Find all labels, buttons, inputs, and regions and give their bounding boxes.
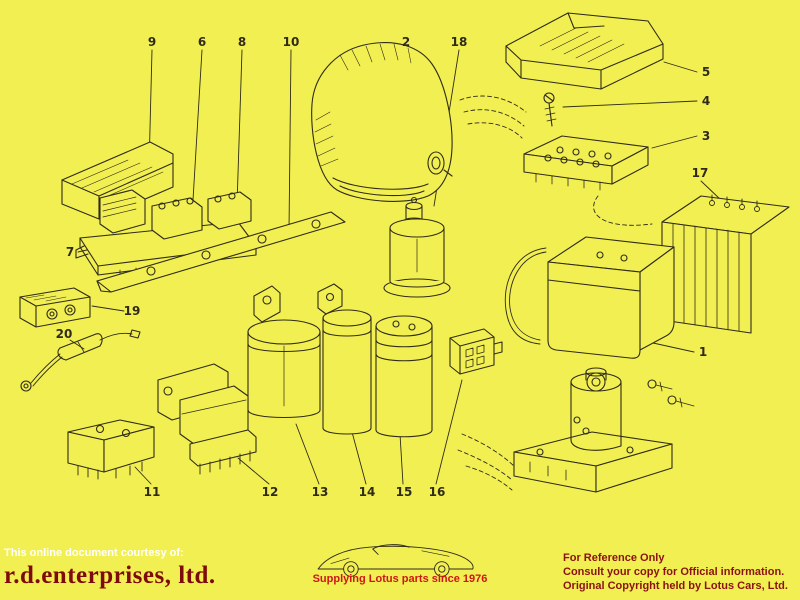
relay-12 xyxy=(157,363,257,475)
dashed-wires xyxy=(457,95,653,491)
relay-can-13 xyxy=(247,285,321,419)
control-box xyxy=(504,236,675,359)
footer-center: Supplying Lotus parts since 1976 xyxy=(290,544,510,585)
top-cover xyxy=(505,12,664,90)
relay-can-15 xyxy=(375,315,433,438)
footer-left: This online document courtesy of: r.d.en… xyxy=(4,547,216,590)
reference-line-1: Consult your copy for Official informati… xyxy=(563,566,785,578)
footer-right: For Reference Only Consult your copy for… xyxy=(563,551,788,593)
screw xyxy=(543,92,557,127)
parts-diagram-svg xyxy=(19,12,790,493)
relay-11 xyxy=(67,419,155,480)
relay-can-14 xyxy=(317,283,372,435)
inline-fuse xyxy=(20,329,141,392)
fuse-block xyxy=(523,135,649,191)
connector-plug xyxy=(449,328,503,375)
courtesy-text: This online document courtesy of: xyxy=(4,547,184,559)
solenoid-assembly xyxy=(513,367,695,493)
footer: This online document courtesy of: r.d.en… xyxy=(0,544,800,600)
reference-line-2: Original Copyright held by Lotus Cars, L… xyxy=(563,580,788,592)
mounting-bar xyxy=(96,211,346,293)
twin-connector xyxy=(19,287,91,328)
tagline: Supplying Lotus parts since 1976 xyxy=(312,573,488,585)
reference-title: For Reference Only xyxy=(563,552,665,564)
flasher-can xyxy=(383,196,451,298)
finned-box xyxy=(661,194,790,334)
bracket-plate xyxy=(61,141,174,220)
lamp-housing xyxy=(311,42,453,202)
car-sketch xyxy=(317,544,474,577)
company-name: r.d.enterprises, ltd. xyxy=(4,562,216,589)
